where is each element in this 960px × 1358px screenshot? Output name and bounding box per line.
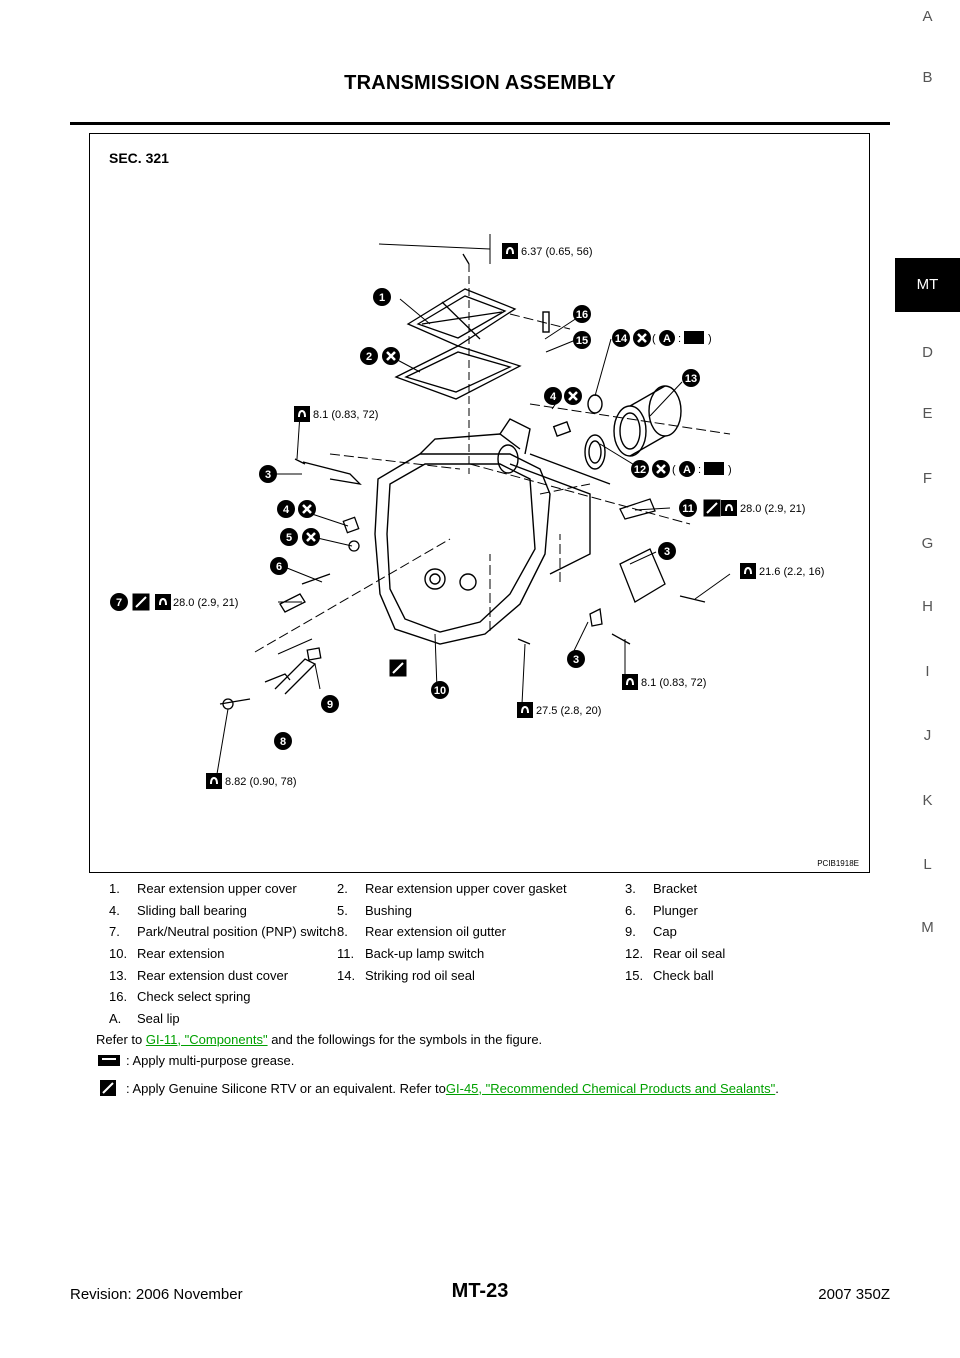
svg-text:): ) <box>728 464 732 476</box>
components-link[interactable]: GI-11, "Components" <box>145 1032 268 1047</box>
torque-icons <box>155 243 756 789</box>
legend-item: 10.Rear extension <box>109 946 225 962</box>
svg-text:(: ( <box>672 464 676 476</box>
torque-label-8: 8.82 (0.90, 78) <box>225 776 297 788</box>
rtv-note: : Apply Genuine Silicone RTV or an equiv… <box>96 1080 779 1096</box>
svg-text::: : <box>698 464 701 476</box>
callout-3b: 3 <box>664 546 670 558</box>
seal-lip-markers: ( A : ) ( A : ) <box>652 330 732 477</box>
exploded-view-figure: SEC. 321 <box>89 133 870 873</box>
tab-b[interactable]: B <box>922 69 933 86</box>
legend-item: 5.Bushing <box>337 902 412 918</box>
torque-label-4: 21.6 (2.2, 16) <box>759 566 824 578</box>
exploded-diagram: 1 2 3 4 5 6 7 8 9 10 11 12 13 14 15 16 3… <box>110 234 824 789</box>
callout-4b: 4 <box>550 391 557 403</box>
legend-item: 4.Sliding ball bearing <box>109 902 247 918</box>
callout-8: 8 <box>280 736 286 748</box>
title-rule <box>70 122 890 125</box>
legend-item: 16.Check select spring <box>109 989 251 1005</box>
legend-row: 13.Rear extension dust cover 14.Striking… <box>109 964 879 986</box>
legend-item: 15.Check ball <box>625 967 714 983</box>
legend-item: 7.Park/Neutral position (PNP) switch <box>109 924 337 940</box>
tab-d[interactable]: D <box>922 344 933 361</box>
svg-text::: : <box>678 333 681 345</box>
torque-label-7: 27.5 (2.8, 20) <box>536 705 601 717</box>
tab-e[interactable]: E <box>922 405 933 422</box>
callout-10: 10 <box>434 685 446 697</box>
torque-label-5: 28.0 (2.9, 21) <box>173 597 238 609</box>
legend-row: A.Seal lip <box>109 1008 879 1030</box>
callout-16: 16 <box>576 309 588 321</box>
legend-item: 1.Rear extension upper cover <box>109 881 297 897</box>
tab-mt[interactable]: MT <box>895 258 960 312</box>
legend-item: 3.Bracket <box>625 881 698 897</box>
legend-row: 1.Rear extension upper cover 2.Rear exte… <box>109 878 879 900</box>
callout-2: 2 <box>366 351 372 363</box>
vehicle-model: 2007 350Z <box>818 1286 890 1303</box>
chemical-products-link[interactable]: GI-45, "Recommended Chemical Products an… <box>445 1080 776 1096</box>
seal-lip-a-2: A <box>683 464 691 476</box>
tab-h[interactable]: H <box>922 598 933 615</box>
tab-m[interactable]: M <box>921 919 934 936</box>
rtv-icons <box>132 499 721 677</box>
page-number: MT-23 <box>451 1280 509 1302</box>
tab-j[interactable]: J <box>923 727 932 744</box>
tab-l[interactable]: L <box>923 856 932 873</box>
symbol-reference: Refer to GI-11, "Components" and the fol… <box>96 1032 543 1047</box>
callout-12: 12 <box>634 464 646 476</box>
legend-item: 9.Cap <box>625 924 677 940</box>
callout-1: 1 <box>379 292 385 304</box>
section-number: SEC. 321 <box>109 150 169 166</box>
legend-item: 14.Striking rod oil seal <box>337 967 475 983</box>
callout-11: 11 <box>682 503 694 515</box>
rtv-sealant-icon <box>100 1080 116 1096</box>
callout-6: 6 <box>276 561 282 573</box>
legend-row: 10.Rear extension 11.Back-up lamp switch… <box>109 943 879 965</box>
torque-label-3: 28.0 (2.9, 21) <box>740 503 805 515</box>
callout-9: 9 <box>327 699 333 711</box>
torque-label-2: 8.1 (0.83, 72) <box>313 409 378 421</box>
callout-13: 13 <box>685 373 697 385</box>
legend-item: A.Seal lip <box>109 1010 180 1026</box>
legend-item: 6.Plunger <box>625 902 698 918</box>
callout-3a: 3 <box>265 469 271 481</box>
svg-text:): ) <box>708 333 712 345</box>
legend-row: 7.Park/Neutral position (PNP) switch 8.R… <box>109 921 879 943</box>
callout-5: 5 <box>286 532 292 544</box>
seal-lip-a-1: A <box>663 333 671 345</box>
legend-item: 8.Rear extension oil gutter <box>337 924 506 940</box>
legend-item: 2.Rear extension upper cover gasket <box>337 881 567 897</box>
page-title: TRANSMISSION ASSEMBLY <box>344 72 616 94</box>
legend-item: 12.Rear oil seal <box>625 946 726 962</box>
callout-4a: 4 <box>283 504 290 516</box>
revision-date: Revision: 2006 November <box>70 1286 243 1303</box>
callout-3c: 3 <box>573 654 579 666</box>
callout-14: 14 <box>615 333 628 345</box>
torque-label-1: 6.37 (0.65, 56) <box>521 246 593 258</box>
callout-7: 7 <box>116 597 122 609</box>
tab-i[interactable]: I <box>925 663 930 680</box>
torque-label-6: 8.1 (0.83, 72) <box>641 677 706 689</box>
parts-legend: 1.Rear extension upper cover 2.Rear exte… <box>109 878 879 1029</box>
legend-row: 16.Check select spring <box>109 986 879 1008</box>
legend-row: 4.Sliding ball bearing 5.Bushing 6.Plung… <box>109 900 879 922</box>
grease-note: : Apply multi-purpose grease. <box>96 1052 294 1068</box>
figure-code: PCIB1918E <box>817 859 859 868</box>
tab-a[interactable]: A <box>922 8 933 25</box>
svg-text:(: ( <box>652 333 656 345</box>
legend-item: 11.Back-up lamp switch <box>337 946 485 962</box>
legend-item: 13.Rear extension dust cover <box>109 967 289 983</box>
tab-k[interactable]: K <box>922 792 933 809</box>
tab-f[interactable]: F <box>922 470 933 487</box>
callout-15: 15 <box>576 335 588 347</box>
tab-g[interactable]: G <box>921 535 934 552</box>
grease-icon <box>98 1055 120 1066</box>
